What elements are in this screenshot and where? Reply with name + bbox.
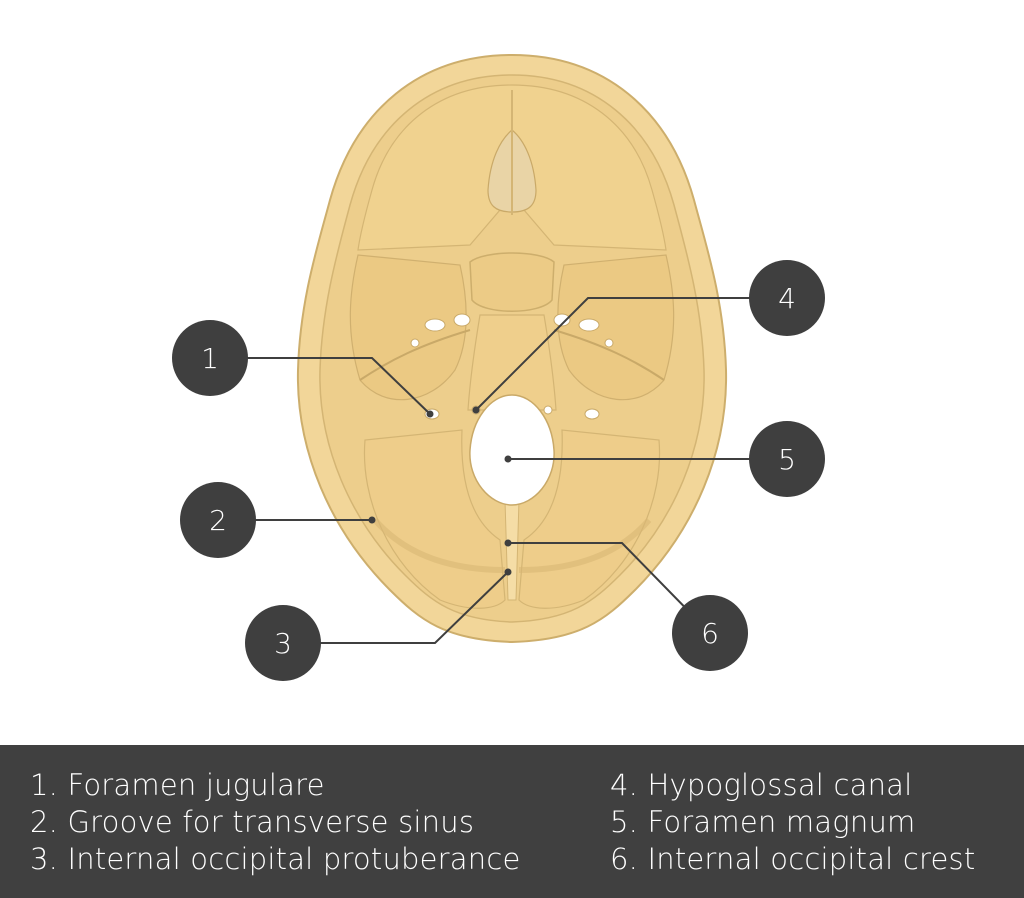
legend-column-left: 1. Foramen jugulare 2. Groove for transv… [30,767,521,878]
transverse-sinus-groove-left [372,518,506,573]
callout-4: 4 [749,260,825,336]
callout-number: 3 [274,627,292,660]
legend-column-right: 4. Hypoglossal canal 5. Foramen magnum 6… [610,767,975,878]
callout-2: 2 [180,482,256,558]
foramen-magnum [469,394,555,506]
leader-line-4 [475,297,787,411]
clivus [467,314,557,411]
leader-line-1 [210,357,431,415]
leader-line-3 [283,571,509,644]
callout-number: 6 [701,617,719,650]
petrous-ridge-right [553,329,665,381]
callout-number: 2 [209,504,227,537]
leader-line-6 [508,542,711,634]
middle-fossa-right [557,254,675,401]
legend-item-6: 6. Internal occipital crest [610,842,976,876]
callout-number: 5 [778,443,796,476]
legend-item-4: 4. Hypoglossal canal [610,768,913,802]
transverse-sinus-groove-right [518,518,652,573]
callout-3: 3 [245,605,321,681]
skull-base-illustration [296,53,728,644]
legend-item-3: 3. Internal occipital protuberance [30,842,521,876]
leader-points [368,406,512,576]
legend-item-1: 1. Foramen jugulare [30,768,325,802]
legend-panel: 1. Foramen jugulare 2. Groove for transv… [0,745,1024,898]
petrous-ridge-left [359,329,471,381]
callout-5: 5 [749,421,825,497]
middle-fossa-left [349,254,467,401]
legend-item-2: 2. Groove for transverse sinus [30,805,475,839]
skull-base-diagram: 1 2 3 4 5 6 [172,53,825,681]
callout-number: 4 [778,282,796,315]
callout-number: 1 [201,342,219,375]
internal-occipital-crest [504,499,520,601]
callout-1: 1 [172,320,248,396]
callout-6: 6 [672,595,748,671]
sella-turcica [469,252,555,312]
legend-item-5: 5. Foramen magnum [610,805,916,839]
